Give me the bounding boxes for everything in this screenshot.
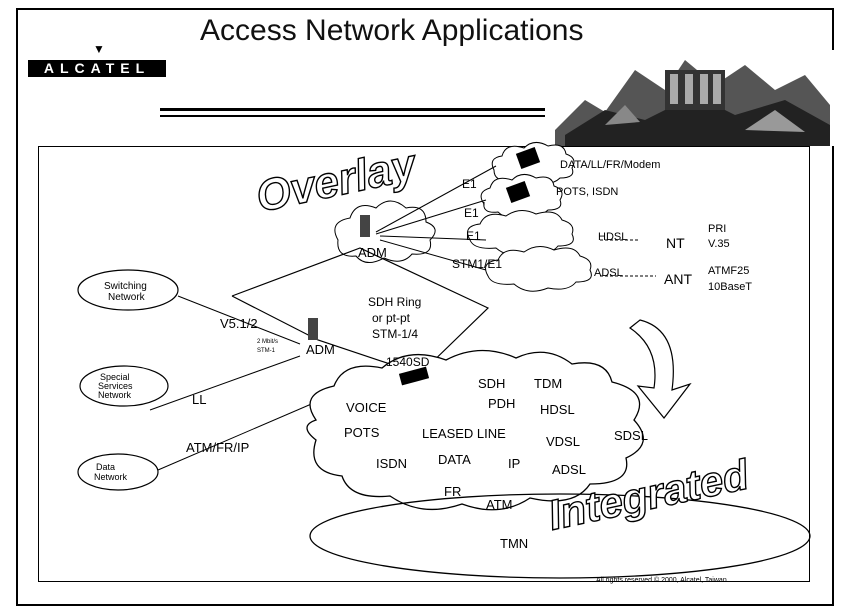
hdsl-cloud-label: HDSL [540,402,575,417]
fr-label: FR [444,484,461,499]
switching-label-2: Network [108,292,146,303]
v512-label: V5.1/2 [220,316,258,331]
isdn-label: ISDN [376,456,407,471]
data-network-label-1: Data [96,462,115,472]
data-network-label-2: Network [94,472,128,482]
data-cloud-label: DATA [438,452,471,467]
sd1540-device [398,366,430,386]
pots-isdn-label: POTS, ISDN [556,186,618,198]
stm1-e1-label: STM1/E1 [452,257,502,271]
voice-label: VOICE [346,400,387,415]
data-network-node [77,453,159,491]
diagram-panel [38,146,810,582]
sdh-ring-label-2: or pt-pt [372,311,411,325]
leased-line-label: LEASED LINE [422,426,506,441]
arrow-icon [628,319,692,419]
e1-label-b: E1 [464,206,479,220]
ll-label: LL [192,392,206,407]
router-device-2 [505,181,531,203]
vdsl-label: VDSL [546,434,580,449]
slide-frame [16,8,834,606]
pots-label: POTS [344,425,380,440]
data-ll-label: DATA/LL/FR/Modem [560,159,660,171]
copyright-footer: All rights reserved © 2000, Alcatel, Tai… [596,577,727,584]
atmf25-label: ATMF25 [708,265,749,277]
adm-left-device [308,318,318,340]
atm-fr-ip-label: ATM/FR/IP [186,440,249,455]
switching-network-node [77,269,179,311]
cloud-hdsl [467,210,574,256]
header-rule-bottom [160,115,832,117]
nt-label: NT [666,235,685,251]
adm-top-device [360,215,370,237]
adm-left-label: ADM [306,342,335,357]
cloud-adsl [485,246,592,292]
10baset-label: 10BaseT [708,281,752,293]
sd1540-label: 1540SD [386,355,430,369]
special-label-1: Special [100,372,130,382]
pdh-label: PDH [488,396,515,411]
integrated-cloud [306,349,644,511]
e1-label-a: E1 [462,177,477,191]
switching-label-1: Switching [104,281,147,292]
logo-triangle-icon: ▼ [93,42,105,56]
sdh-ring-line [231,247,490,375]
special-services-node [79,365,169,407]
ip-label: IP [508,456,520,471]
router-device-1 [515,147,541,169]
e1-label-c: E1 [466,229,481,243]
sdh-ring-label-3: STM-1/4 [372,327,418,341]
special-label-2: Services [98,381,133,391]
tmn-ellipse [309,493,811,579]
hdsl-label: HDSL [598,231,627,243]
sdh-label: SDH [478,376,505,391]
tmn-label: TMN [500,536,528,551]
header-photo-image [545,50,835,146]
adm-top-label: ADM [358,245,387,260]
atm-label: ATM [486,497,512,512]
header-rule-top [160,108,832,111]
mbits-label-2: STM-1 [257,348,276,354]
sdsl-label: SDSL [614,428,648,443]
v35-label: V.35 [708,238,730,250]
adsl-label: ADSL [594,267,623,279]
ant-label: ANT [664,271,692,287]
alcatel-logo: ALCATEL [28,60,166,77]
special-label-3: Network [98,390,132,400]
mbits-label-1: 2 Mbit/s [257,339,278,345]
sdh-ring-label-1: SDH Ring [368,295,421,309]
tdm-label: TDM [534,376,562,391]
adsl-cloud-label: ADSL [552,462,586,477]
slide-title: Access Network Applications [200,14,584,47]
pri-label: PRI [708,223,726,235]
